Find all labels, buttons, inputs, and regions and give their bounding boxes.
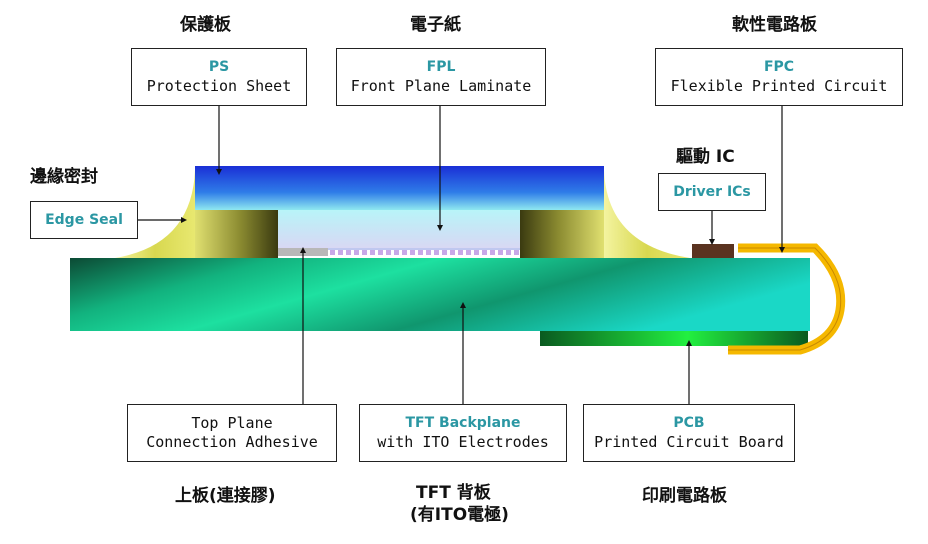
ito-electrode-segment	[498, 250, 503, 255]
ito-electrode-segment	[330, 250, 335, 255]
edge-seal-left	[115, 170, 195, 258]
ito-electrode-segment	[346, 250, 351, 255]
fpc-text: Flexible Printed Circuit	[670, 77, 888, 95]
tft-cn-label-1: TFT 背板	[416, 483, 491, 503]
pcb-text: Printed Circuit Board	[594, 433, 784, 451]
ito-electrode-segment	[362, 250, 367, 255]
ito-electrode-segment	[482, 250, 487, 255]
fpc-title: FPC	[763, 59, 795, 75]
ito-electrode-segment	[418, 250, 423, 255]
tft-callout: TFT Backplane with ITO Electrodes	[359, 404, 567, 462]
ps-cn-label: 保護板	[180, 15, 231, 35]
ito-electrode-segment	[426, 250, 431, 255]
ito-electrode-segment	[338, 250, 343, 255]
ito-electrode-segment	[378, 250, 383, 255]
pcb-cn-label: 印刷電路板	[642, 486, 727, 506]
fpl-cn-label: 電子紙	[410, 15, 461, 35]
ito-electrode-segment	[490, 250, 495, 255]
ito-electrode-segment	[506, 250, 511, 255]
ps-text: Protection Sheet	[146, 77, 292, 95]
ito-electrode-segment	[410, 250, 415, 255]
ito-electrode-segment	[402, 250, 407, 255]
tpca-line-1: Top Plane	[191, 414, 273, 432]
tft-cn-label-2: (有ITO電極)	[410, 505, 509, 525]
ito-electrode-segment	[354, 250, 359, 255]
tpca-cn-label: 上板(連接膠)	[175, 486, 276, 506]
tft-backplane	[70, 258, 810, 331]
ito-electrode-segment	[442, 250, 447, 255]
tpca-line-2: Connection Adhesive	[146, 433, 318, 451]
fpc-cn-label: 軟性電路板	[732, 15, 817, 35]
tft-text: with ITO Electrodes	[377, 433, 549, 451]
edge-seal-right	[604, 170, 690, 258]
ito-electrode-segment	[474, 250, 479, 255]
edge-seal-title: Edge Seal	[45, 211, 123, 228]
ito-electrode-segment	[370, 250, 375, 255]
driver-title: Driver ICs	[673, 183, 751, 200]
tft-title: TFT Backplane	[405, 415, 521, 431]
fpl-callout: FPL Front Plane Laminate	[336, 48, 546, 106]
driver-callout: Driver ICs	[658, 173, 766, 211]
fpl-layer	[278, 210, 520, 248]
fpl-title: FPL	[426, 59, 456, 75]
ps-title: PS	[208, 59, 230, 75]
ito-electrode-segment	[450, 250, 455, 255]
edge-seal-callout: Edge Seal	[30, 201, 138, 239]
ito-electrode-segment	[514, 250, 519, 255]
driver-ic-chip	[692, 244, 734, 258]
tpca-callout: Top Plane Connection Adhesive	[127, 404, 337, 462]
ps-callout: PS Protection Sheet	[131, 48, 307, 106]
ito-electrode-segment	[458, 250, 463, 255]
protection-sheet	[195, 166, 604, 210]
pcb-callout: PCB Printed Circuit Board	[583, 404, 795, 462]
fpc-callout: FPC Flexible Printed Circuit	[655, 48, 903, 106]
ito-electrode-segment	[394, 250, 399, 255]
edge-seal-cn-label: 邊緣密封	[30, 167, 98, 187]
ito-electrode-segment	[466, 250, 471, 255]
pcb-title: PCB	[673, 415, 705, 431]
ito-electrode-segment	[434, 250, 439, 255]
seal-block-right	[520, 210, 604, 258]
driver-cn-label: 驅動 IC	[676, 147, 735, 167]
ito-electrodes	[330, 250, 519, 255]
seal-block-left	[195, 210, 278, 258]
ito-electrode-segment	[386, 250, 391, 255]
fpl-text: Front Plane Laminate	[350, 77, 532, 95]
